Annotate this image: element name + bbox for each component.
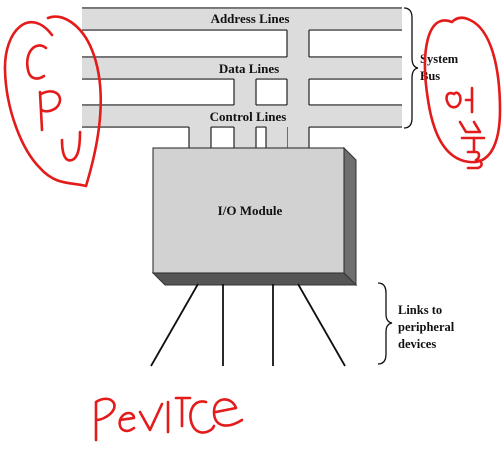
bus-connectors [188,29,310,149]
data-lines-label: Data Lines [219,61,279,76]
io-module-face [152,147,345,274]
io-module-bottom [151,272,358,286]
system-bus-label-line1: System [420,52,459,66]
peripheral-links [150,283,346,367]
data-lines-bus [82,56,402,80]
links-label-line3: devices [398,337,436,351]
handwriting-cpu [3,15,103,188]
system-bus [82,7,402,128]
handwritten-annotations [3,15,502,442]
address-lines-label: Address Lines [211,11,290,26]
system-bus-label-line2: Bus [420,69,440,83]
io-module-block [151,146,358,287]
system-bus-brace [403,7,419,129]
address-lines-bus [82,7,402,31]
control-lines-label: Control Lines [210,109,287,124]
links-label-line2: peripheral [398,320,455,334]
links-label-line1: Links to [398,303,442,317]
handwriting-external [423,16,502,170]
io-module-side [343,146,357,287]
handwriting-device [94,396,244,442]
io-module-label: I/O Module [218,203,283,218]
links-brace [377,282,393,365]
